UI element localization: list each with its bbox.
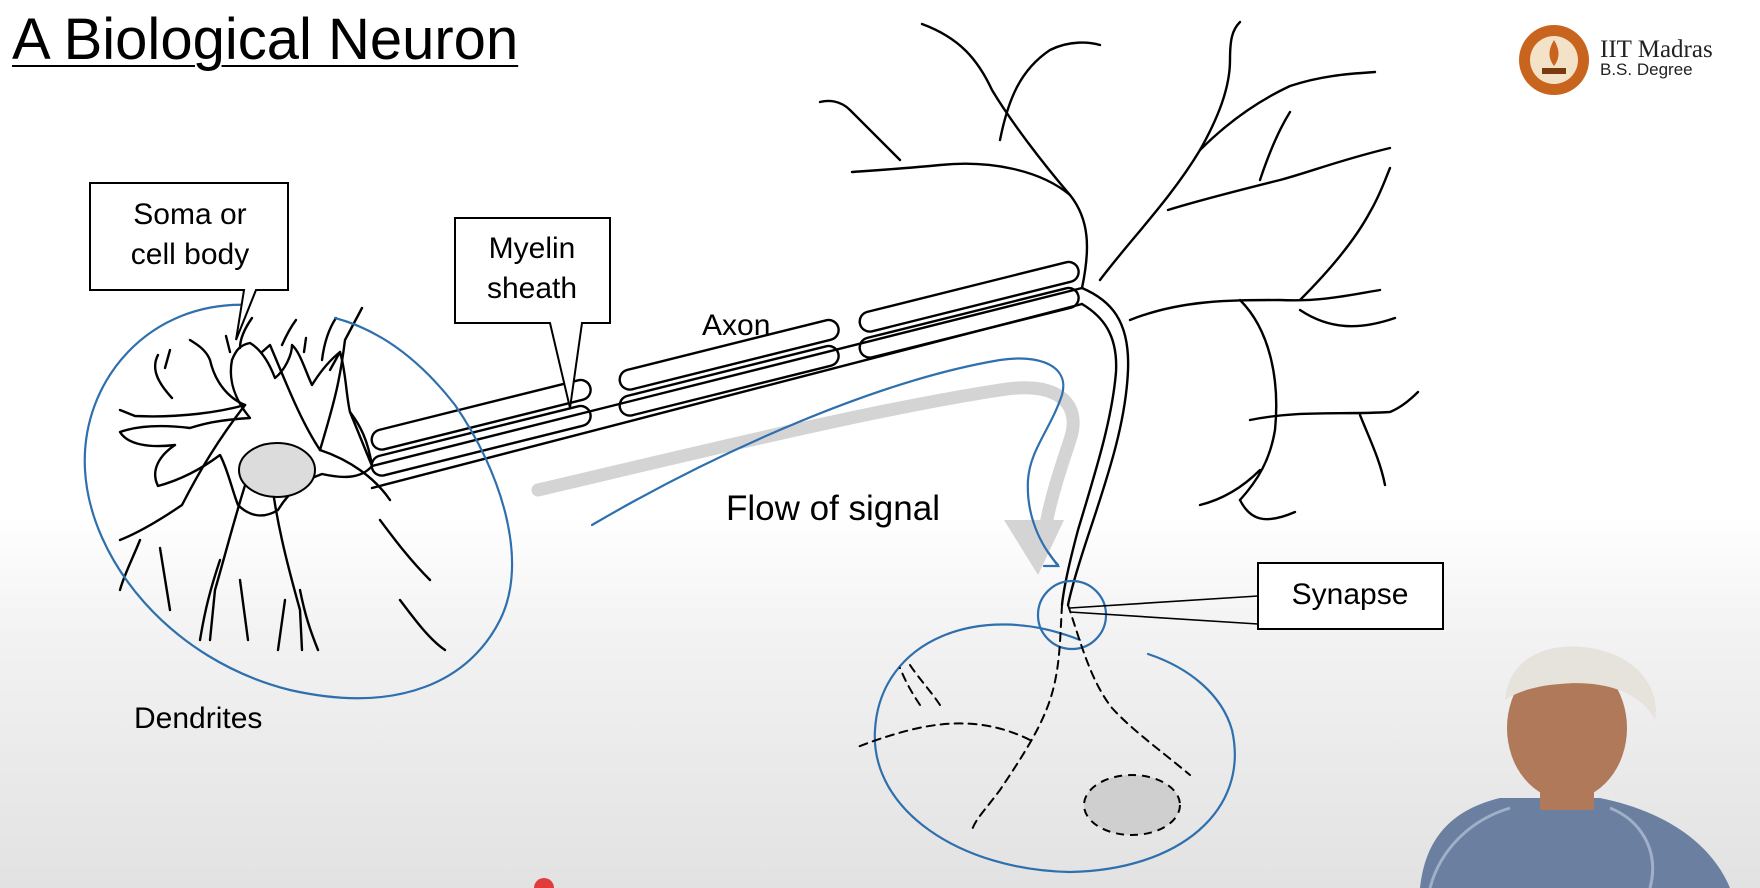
synapse-callout: Synapse [1069,562,1444,630]
dendrites-label: Dendrites [134,702,262,735]
cursor-marker [534,878,554,888]
signal-flow-arrow [531,381,1080,537]
target-neuron [854,604,1191,831]
axon-label: Axon [702,309,770,342]
logo-name: IIT Madras [1600,36,1713,63]
presenter-video [1420,646,1730,888]
myelin-callout: Myelin sheath [454,217,611,409]
annotations [83,303,1236,874]
soma-circle [83,303,514,700]
dendritic-tree [818,20,1420,607]
target-neuron-circle [873,623,1236,874]
soma-callout: Soma or cell body [89,182,289,341]
soma-dendrites [118,306,447,652]
signal-flow-arrowhead [1004,520,1064,575]
nucleus [238,442,316,498]
myelin-label-line2: sheath [487,272,577,305]
flow-label: Flow of signal [726,489,940,528]
synapse-label: Synapse [1292,578,1409,611]
logo-subtitle: B.S. Degree [1600,60,1693,79]
axon [370,260,1084,490]
signal-flow-stroke [590,357,1065,567]
myelin-label-line1: Myelin [489,232,576,265]
soma-label-line2: cell body [131,238,249,271]
slide-title: A Biological Neuron [12,7,519,72]
iit-madras-logo [1519,25,1589,95]
soma-label-line1: Soma or [133,198,246,231]
target-nucleus [1083,774,1181,836]
